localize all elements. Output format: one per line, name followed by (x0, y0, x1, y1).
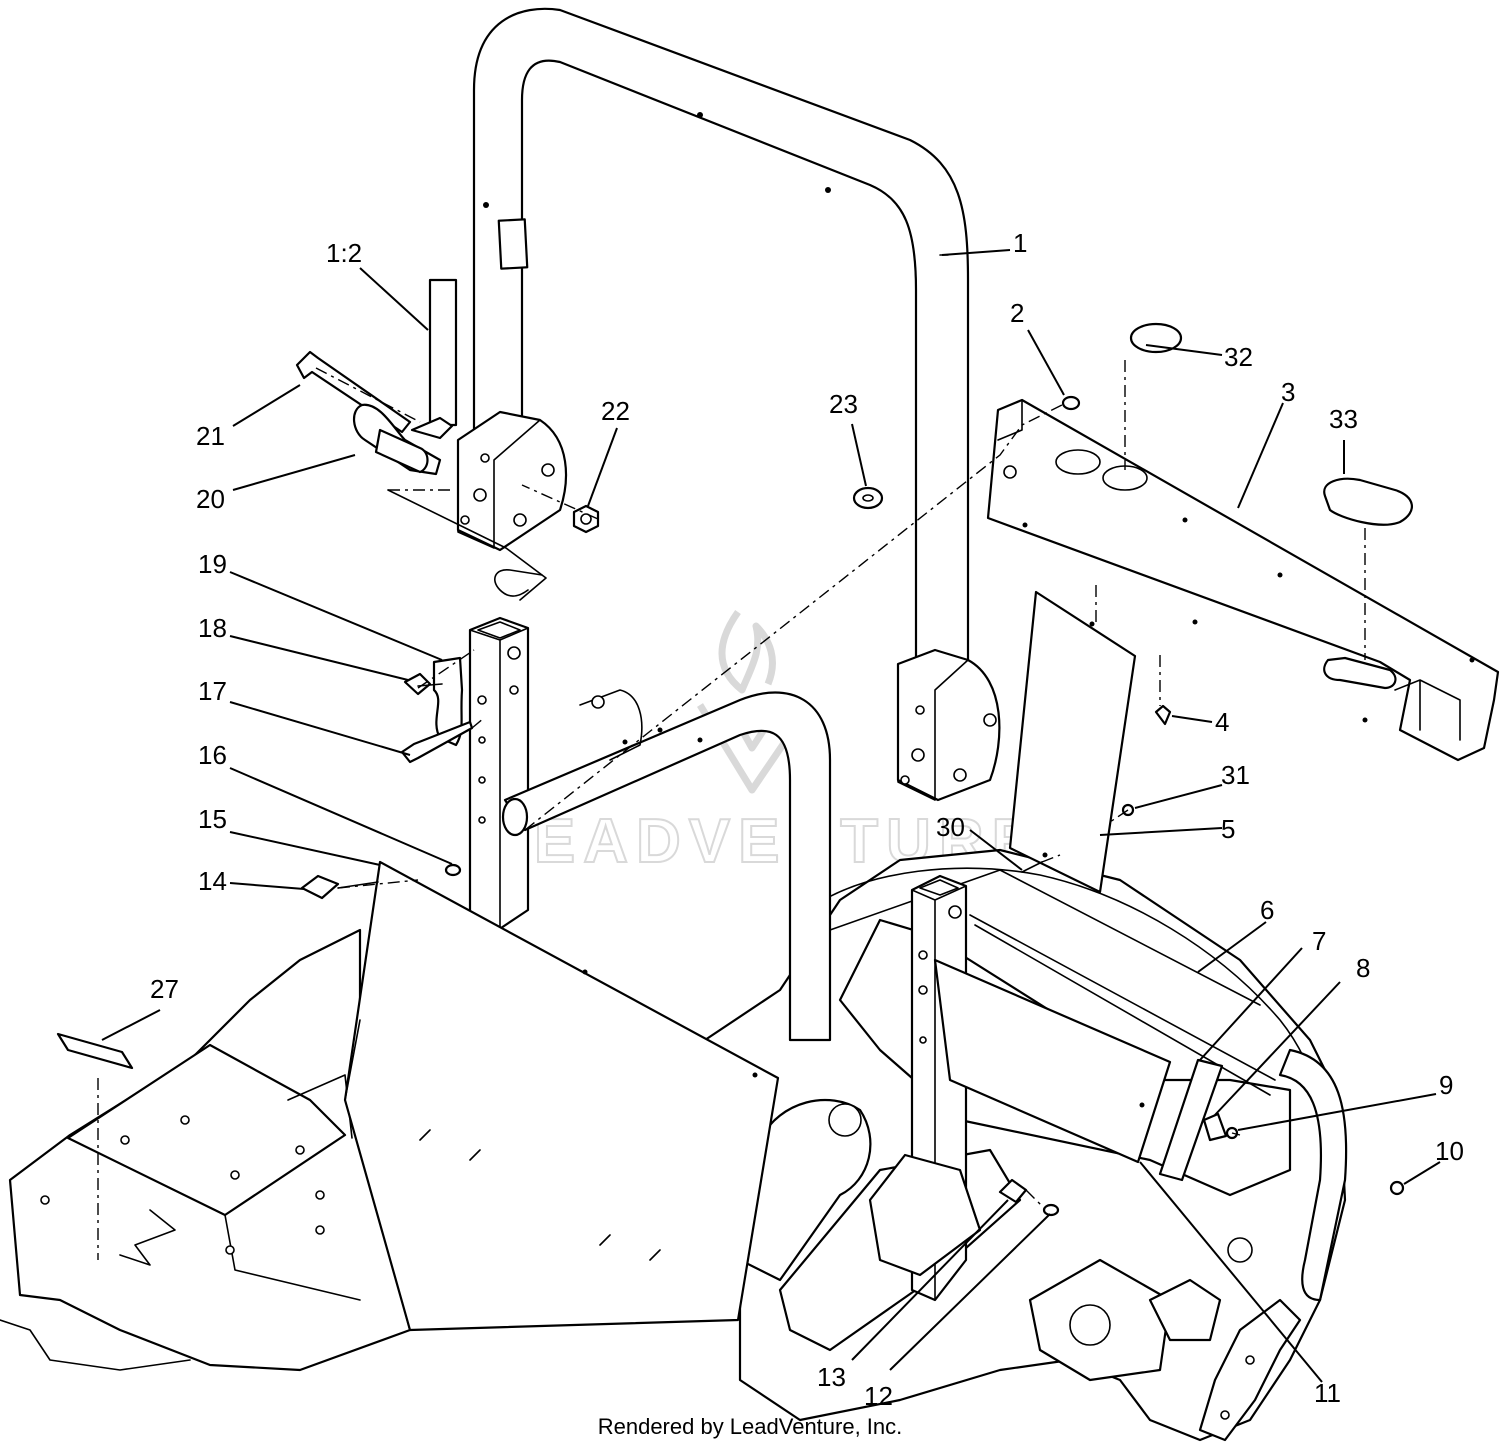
callout-32: 32 (1224, 342, 1253, 372)
callout-16: 16 (198, 740, 227, 770)
nut-10 (1389, 1180, 1405, 1196)
callout-7: 7 (1312, 926, 1326, 956)
callout-30: 30 (936, 812, 965, 842)
key-14 (300, 874, 340, 900)
callout-27: 27 (150, 974, 179, 1004)
callout-21: 21 (196, 421, 225, 451)
assembly-lines (97, 360, 1366, 1260)
screw-30 (1021, 861, 1043, 873)
callout-19: 19 (198, 549, 227, 579)
pivot-hardware (295, 350, 547, 601)
decal-part-1-2 (428, 278, 458, 427)
rear-frame-3 (986, 398, 1500, 762)
callout-3: 3 (1281, 377, 1295, 407)
watermark-flame-icon (718, 609, 776, 694)
callout-8: 8 (1356, 953, 1370, 983)
washer-12 (1042, 1203, 1060, 1217)
callout-33: 33 (1329, 404, 1358, 434)
leader-lines (101, 249, 1441, 1383)
plug-32 (1129, 322, 1183, 354)
decal-27 (56, 1032, 134, 1070)
callout-14: 14 (198, 866, 227, 896)
callout-22: 22 (601, 396, 630, 426)
panel-5 (1008, 590, 1137, 894)
callout-1-2: 1:2 (326, 238, 362, 268)
callout-12: 12 (864, 1381, 893, 1411)
callout-4: 4 (1215, 707, 1229, 737)
washer-2 (1061, 395, 1081, 411)
floor-plate (66, 1043, 347, 1217)
roll-bar-decal (497, 218, 529, 270)
floor-plate-holes (40, 1115, 325, 1255)
screw-18 (403, 672, 432, 696)
upright-post (468, 616, 530, 932)
callout-11: 11 (1314, 1378, 1341, 1408)
callout-20: 20 (196, 484, 225, 514)
strip-7 (1158, 1058, 1224, 1182)
callout-31: 31 (1221, 760, 1250, 790)
clip-8 (1202, 1112, 1228, 1142)
rops-roll-bar (456, 7, 1001, 802)
callout-2: 2 (1010, 298, 1024, 328)
hairpin-clip (494, 569, 543, 597)
nut-16 (444, 863, 462, 877)
bracket-19 (432, 656, 464, 747)
callout-10: 10 (1435, 1136, 1464, 1166)
callout-9: 9 (1439, 1070, 1453, 1100)
callout-6: 6 (1260, 895, 1274, 925)
callout-5: 5 (1221, 814, 1235, 844)
seat-back-bar (501, 689, 832, 1042)
plug-33 (1323, 477, 1413, 526)
screw-4 (1154, 704, 1172, 726)
callout-18: 18 (198, 613, 227, 643)
render-credit: Rendered by LeadVenture, Inc. (597, 1414, 903, 1439)
callout-1: 1 (1013, 228, 1027, 258)
seat-panel-15 (343, 860, 780, 1332)
callout-13: 13 (817, 1362, 846, 1392)
seat-plate-11 (933, 958, 1172, 1164)
callout-15: 15 (198, 804, 227, 834)
callout-17: 17 (198, 676, 227, 706)
callout-labels: 1:2 1 2 32 3 33 21 20 22 23 19 18 17 16 … (150, 228, 1464, 1411)
callout-23: 23 (829, 389, 858, 419)
